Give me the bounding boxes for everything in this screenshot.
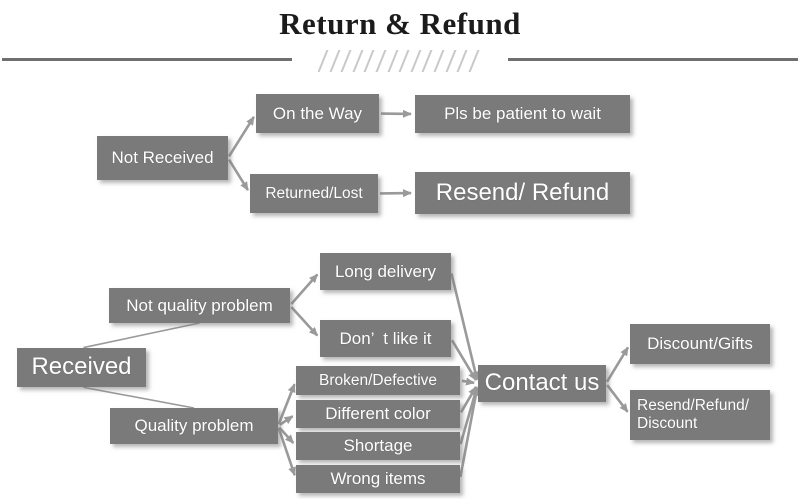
flow-edge-not-quality-to-dont-like-it [290,306,319,337]
divider-slash [421,50,434,72]
flow-edge-broken-defective-to-contact-us [461,377,476,386]
divider-slash [456,50,469,72]
flow-edge-quality-to-broken-defective [277,383,296,425]
flow-node-received: Received [17,348,146,387]
flow-edge-contact-us-to-discount-gifts [605,346,630,383]
flow-node-returned-lost: Returned/Lost [250,174,378,213]
flow-node-long-delivery: Long delivery [320,253,451,290]
divider-slash [444,50,457,72]
flow-edge-quality-to-shortage [278,426,295,444]
page-title: Return & Refund [279,6,521,41]
divider-slash [409,50,422,72]
flow-edge-not-received-to-returned-lost [227,159,249,191]
divider-rule-left [2,58,292,61]
flow-node-not-received: Not Received [97,136,228,180]
flow-edge-contact-us-to-resend-refund-discount [606,384,629,413]
divider-slash [363,50,376,72]
divider-slash [467,50,480,72]
divider-slash [386,50,399,72]
flow-node-quality: Quality problem [110,408,278,444]
title-divider [0,50,800,72]
divider-slash [398,50,411,72]
divider-rule-right [508,58,798,61]
flow-edge-received-to-quality [83,386,195,409]
flow-node-shortage: Shortage [296,432,460,460]
flow-node-pls-be-patient: Pls be patient to wait [415,95,630,133]
flow-edge-wrong-items-to-contact-us [459,386,480,478]
flow-node-discount-gifts: Discount/Gifts [630,324,770,364]
flow-edge-quality-to-different-color [278,415,294,426]
divider-slash [351,50,364,72]
flow-node-resend-refund-discount: Resend/Refund/ Discount [630,390,770,440]
flow-edge-different-color-to-contact-us [459,386,478,413]
flow-node-dont-like-it: Don’ t like it [320,320,451,357]
flow-node-different-color: Different color [296,400,460,428]
flow-edge-not-received-to-on-the-way [227,116,255,157]
flow-edge-received-to-not-quality [83,322,200,349]
divider-slash [340,50,353,72]
divider-slash [328,50,341,72]
divider-slash [318,50,330,72]
flow-edge-not-quality-to-long-delivery [290,273,319,305]
flow-node-resend-refund: Resend/ Refund [415,172,630,214]
flow-node-contact-us: Contact us [478,365,606,402]
divider-slash [374,50,388,72]
flow-node-wrong-items: Wrong items [296,465,460,493]
flow-node-on-the-way: On the Way [256,94,379,133]
flow-edge-quality-to-wrong-items [277,427,296,477]
flow-edge-shortage-to-contact-us [459,386,479,445]
divider-slash [432,50,446,72]
flow-node-broken-defective: Broken/Defective [296,366,460,395]
flow-edge-long-delivery-to-contact-us [450,273,480,381]
flow-node-not-quality: Not quality problem [109,288,290,323]
divider-hatch-icon [318,50,486,72]
